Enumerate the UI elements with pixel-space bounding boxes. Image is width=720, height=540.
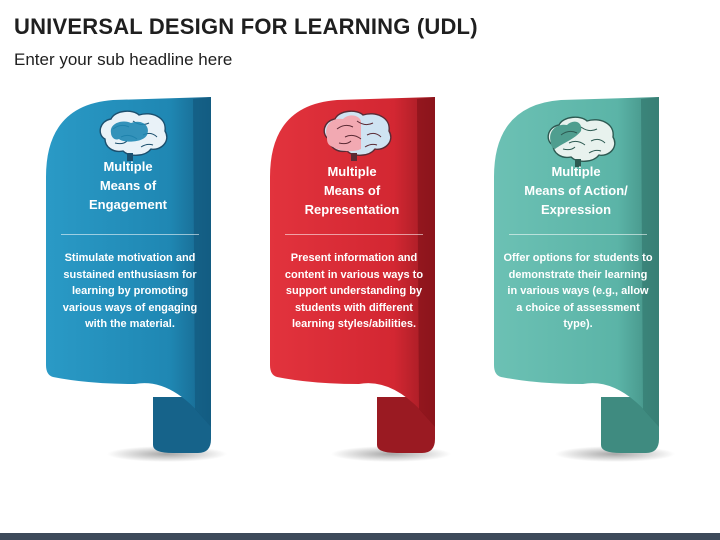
card-heading: Multiple Means of Representation bbox=[277, 162, 427, 219]
banner-edge bbox=[193, 97, 211, 427]
banner-tail bbox=[153, 397, 211, 453]
heading-line: Means of bbox=[323, 183, 381, 198]
card-engagement: Multiple Means of Engagement Stimulate m… bbox=[43, 97, 227, 467]
banner-body bbox=[270, 97, 435, 427]
brain-icon bbox=[99, 110, 168, 161]
banner-body bbox=[494, 97, 659, 427]
heading-line: Representation bbox=[304, 202, 400, 217]
banner-shape bbox=[46, 97, 227, 462]
heading-line: Multiple bbox=[103, 159, 153, 174]
banner-tail bbox=[601, 397, 659, 453]
heading-line: Engagement bbox=[88, 197, 167, 212]
card-description: Offer options for students to demonstrat… bbox=[503, 252, 653, 331]
heading-line: Multiple bbox=[327, 164, 377, 179]
card-heading: Multiple Means of Action/ Expression bbox=[501, 162, 651, 219]
heading-line: Multiple bbox=[551, 164, 601, 179]
card-action-expression: Multiple Means of Action/ Expression Off… bbox=[491, 97, 675, 467]
card-representation: Multiple Means of Representation Present… bbox=[267, 97, 451, 467]
page-title: UNIVERSAL DESIGN FOR LEARNING (UDL) bbox=[14, 14, 478, 39]
brain-icon bbox=[323, 110, 392, 161]
banner-edge bbox=[417, 97, 435, 427]
page-subtitle: Enter your sub headline here bbox=[14, 50, 233, 69]
divider bbox=[509, 234, 647, 235]
banner-shape bbox=[270, 97, 451, 462]
heading-line: Expression bbox=[540, 202, 612, 217]
card-heading: Multiple Means of Engagement bbox=[53, 157, 203, 214]
footer-bar bbox=[0, 533, 720, 540]
banner-shape bbox=[494, 97, 675, 462]
heading-line: Means of bbox=[99, 178, 157, 193]
heading-line: Means of Action/ bbox=[524, 183, 628, 198]
card-description: Present information and content in vario… bbox=[284, 252, 424, 331]
banner-body bbox=[46, 97, 211, 427]
banner-edge bbox=[641, 97, 659, 427]
banner-tail bbox=[377, 397, 435, 453]
brain-icon bbox=[547, 116, 616, 167]
divider bbox=[61, 234, 199, 235]
card-description: Stimulate motivation and sustained enthu… bbox=[62, 252, 198, 331]
divider bbox=[285, 234, 423, 235]
